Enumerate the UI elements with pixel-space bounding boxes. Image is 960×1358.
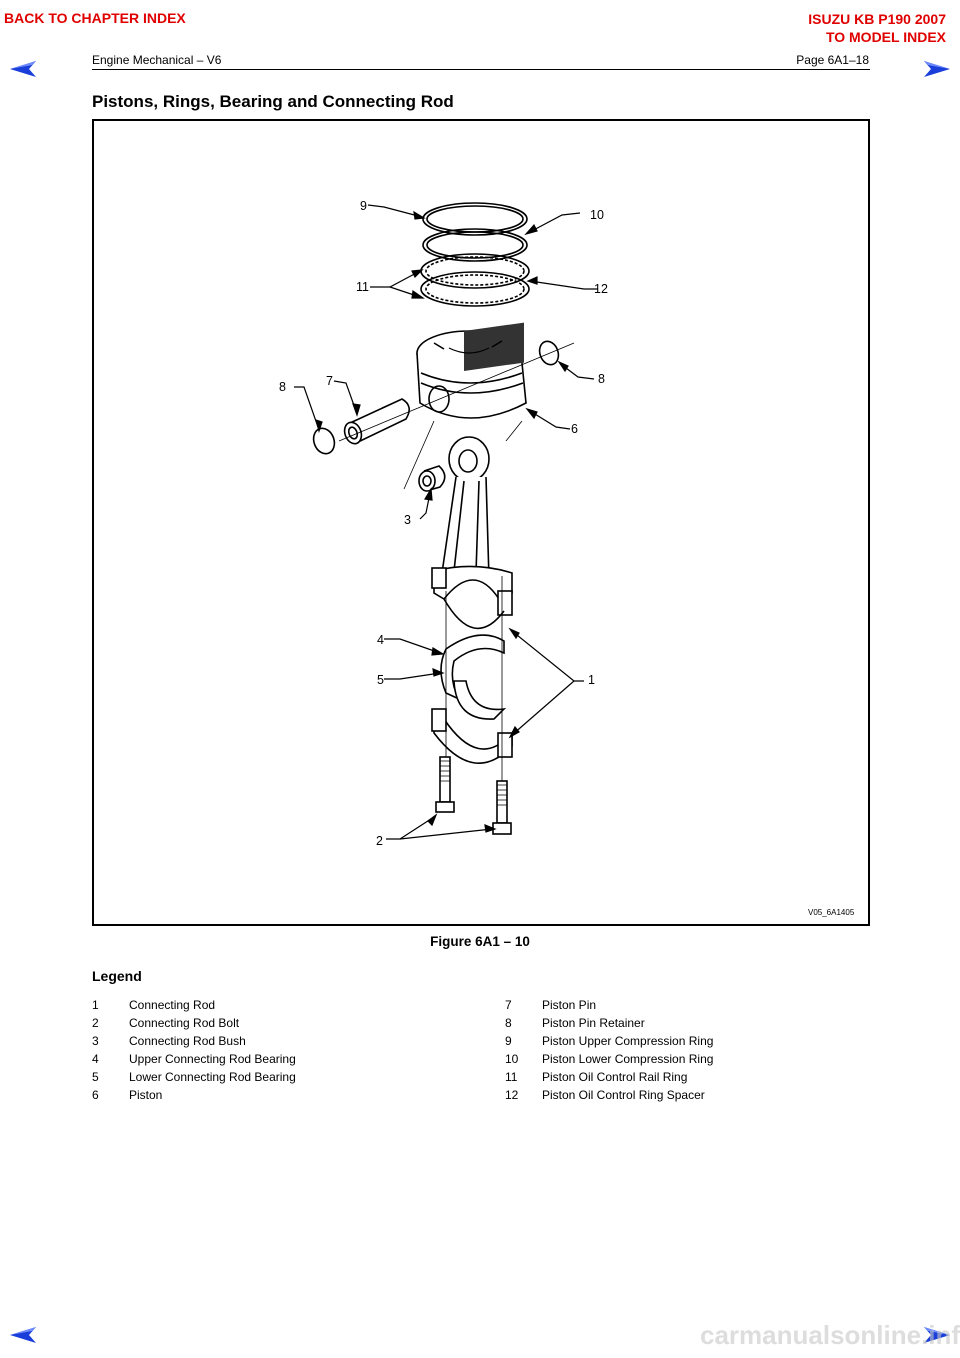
rod-bolt-left xyxy=(435,756,455,813)
callout-2: 2 xyxy=(376,834,383,848)
back-to-chapter-index-link[interactable]: BACK TO CHAPTER INDEX xyxy=(4,10,186,26)
oil-control-rail-ring xyxy=(420,253,530,289)
next-page-bottom-arrow-icon[interactable] xyxy=(922,1326,952,1344)
pin-retainer-left xyxy=(312,427,336,455)
watermark: carmanualsonline.info xyxy=(700,1320,960,1350)
callout-10: 10 xyxy=(590,208,604,222)
exploded-piston-diagram: 9 10 11 12 8 7 8 6 3 4 5 1 2 V05_6A1405 xyxy=(279,199,855,917)
section-header: Engine Mechanical – V6 xyxy=(92,53,222,67)
rod-bolt-right xyxy=(492,780,512,835)
to-model-index-link[interactable]: TO MODEL INDEX xyxy=(825,29,946,45)
figure-caption: Figure 6A1 – 10 xyxy=(430,934,530,949)
next-page-arrow-icon[interactable] xyxy=(922,60,952,78)
upper-compression-ring xyxy=(422,202,528,236)
callout-8-right: 8 xyxy=(598,372,605,386)
lower-rod-bearing xyxy=(453,680,507,720)
model-title-link[interactable]: ISUZU KB P190 2007 TO MODEL INDEX xyxy=(808,10,946,46)
callout-9: 9 xyxy=(360,199,367,213)
header-rule xyxy=(92,69,870,70)
upper-rod-bearing xyxy=(440,634,505,701)
rod-cap xyxy=(431,708,513,764)
piston-pin xyxy=(343,398,410,445)
callout-6: 6 xyxy=(571,422,578,436)
lower-compression-ring xyxy=(422,228,528,262)
prev-page-arrow-icon[interactable] xyxy=(8,60,38,78)
callout-5: 5 xyxy=(377,673,384,687)
callout-3: 3 xyxy=(404,513,411,527)
callout-8-left: 8 xyxy=(279,380,286,394)
callout-11: 11 xyxy=(356,280,369,294)
callout-12: 12 xyxy=(594,282,608,296)
callout-4: 4 xyxy=(377,633,384,647)
figure-code: V05_6A1405 xyxy=(808,908,855,917)
oil-ring-spacer xyxy=(420,271,530,307)
figure-frame: 9 10 11 12 8 7 8 6 3 4 5 1 2 V05_6A1405 xyxy=(92,119,870,926)
page-title: Pistons, Rings, Bearing and Connecting R… xyxy=(92,92,454,111)
page-number: Page 6A1–18 xyxy=(796,53,869,67)
callout-1: 1 xyxy=(588,673,595,687)
prev-page-bottom-arrow-icon[interactable] xyxy=(8,1326,38,1344)
model-title: ISUZU KB P190 2007 xyxy=(808,11,946,27)
legend-title: Legend xyxy=(92,968,142,984)
connecting-rod xyxy=(431,436,513,630)
piston xyxy=(416,322,527,419)
rod-bush xyxy=(418,465,446,492)
callout-7: 7 xyxy=(326,374,333,388)
